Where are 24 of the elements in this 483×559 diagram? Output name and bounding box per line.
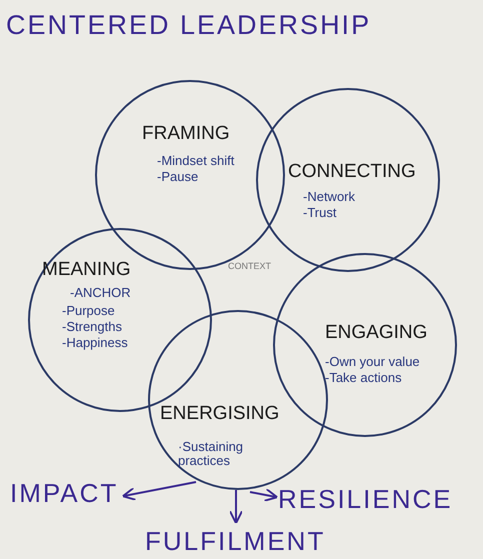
bullet-item: -ANCHOR <box>70 286 131 300</box>
arrow <box>229 490 243 524</box>
circle-heading: CONNECTING <box>288 162 416 183</box>
arrow <box>122 481 196 501</box>
arrow <box>250 488 278 502</box>
outcome-text: IMPACT <box>10 478 118 509</box>
bullet-item: ·Sustaining practices <box>178 440 244 469</box>
bullet-item: -Trust <box>303 206 336 220</box>
context-label: CONTEXT <box>228 262 272 272</box>
bullet-item: -Strengths <box>62 320 122 334</box>
bullet-item: -Happiness <box>62 336 128 350</box>
circle-heading: FRAMING <box>142 124 230 145</box>
circle-heading: ENGAGING <box>325 323 428 344</box>
bullet-item: -Network <box>303 190 356 204</box>
outcome-text: FULFILMENT <box>145 526 326 557</box>
circle-heading: ENERGISING <box>160 404 280 425</box>
bullet-item: -Purpose <box>62 304 115 318</box>
bullet-item: -Own your value <box>325 355 420 370</box>
bullet-item: -Take actions <box>325 371 402 386</box>
title: CENTERED LEADERSHIP <box>6 10 372 41</box>
bullet-item: -Pause <box>157 170 198 184</box>
circle-heading: MEANING <box>42 260 131 281</box>
outcome-text: RESILIENCE <box>278 484 453 515</box>
bullet-item: -Mindset shift <box>157 154 234 168</box>
